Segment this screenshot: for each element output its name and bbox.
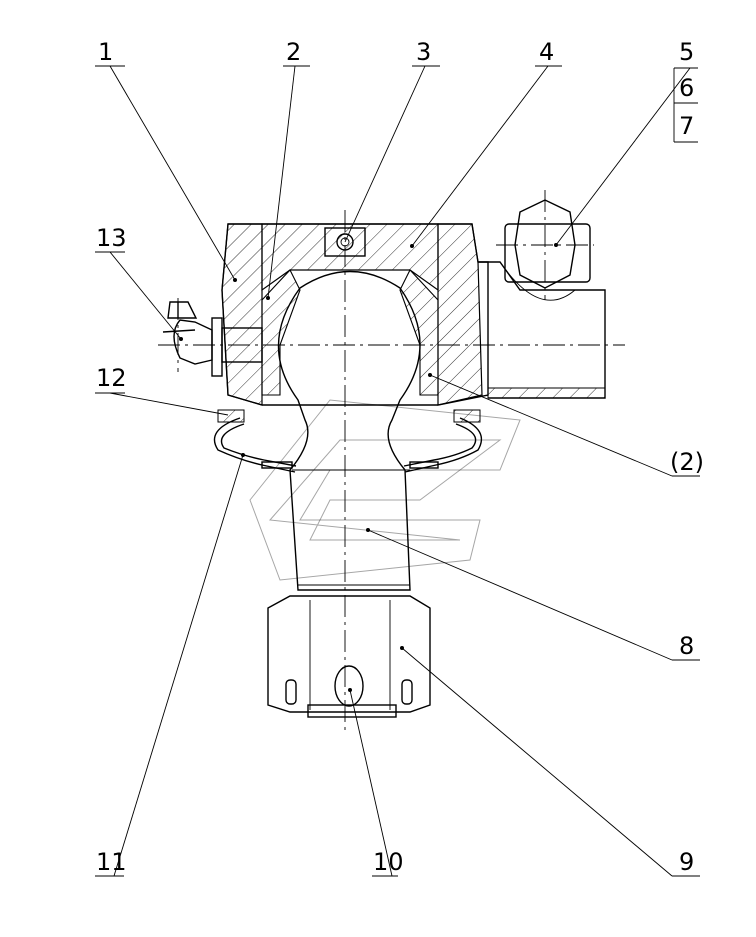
label-6: 6 [679,74,694,102]
leader-dots [179,243,558,692]
label-7: 7 [679,112,694,140]
housing-body [221,199,606,406]
castle-nut [267,595,431,718]
label-8: 8 [679,632,694,660]
label-12: 12 [96,364,127,392]
ball-stud [277,270,421,591]
label-10: 10 [373,848,404,876]
callout-labels: 1 2 3 4 5 6 7 13 12 (2) 8 9 10 11 [96,38,704,876]
label-2-repeat: (2) [670,448,704,476]
ball-seats [261,269,439,396]
label-4: 4 [539,38,554,66]
leader-lines [95,65,700,877]
label-11: 11 [96,848,127,876]
label-2: 2 [286,38,301,66]
dust-boot [213,409,483,473]
grease-fitting [162,301,263,377]
label-13: 13 [96,224,127,252]
label-5: 5 [679,38,694,66]
label-9: 9 [679,848,694,876]
label-1: 1 [98,38,113,66]
label-3: 3 [416,38,431,66]
watermark-logo [249,399,521,581]
